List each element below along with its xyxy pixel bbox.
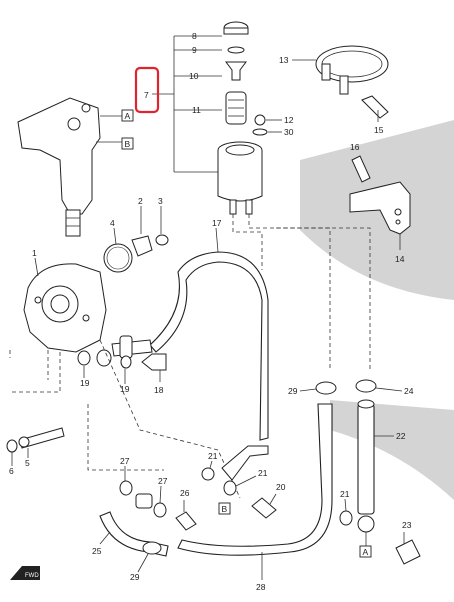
ref-label-b: B	[125, 139, 131, 149]
callout-25: 25	[92, 546, 102, 556]
part-23-bolt	[395, 539, 421, 565]
steering-gear-assembly	[17, 97, 101, 237]
part-27-washer	[119, 480, 133, 496]
callout-5: 5	[25, 458, 30, 468]
callout-24: 24	[404, 386, 414, 396]
callout-20: 20	[276, 482, 286, 492]
part-29-clamp	[315, 381, 337, 395]
part-16-bolt	[351, 155, 371, 183]
ref-label-a: A	[125, 111, 131, 121]
callout-14: 14	[395, 254, 405, 264]
part-22-return-hose	[357, 403, 375, 515]
callout-4: 4	[110, 218, 115, 228]
part-28-return-hose	[177, 403, 333, 556]
callout-9: 9	[192, 45, 197, 55]
callout-29-a: 29	[288, 386, 298, 396]
pipe-end-section	[221, 445, 269, 481]
orientation-badge: FWD	[10, 566, 40, 580]
part-17-hose	[149, 251, 269, 441]
callout-23: 23	[402, 520, 412, 530]
callout-1: 1	[32, 248, 37, 258]
part-27-washer	[153, 502, 167, 518]
callout-16: 16	[350, 142, 360, 152]
part-6-nut	[6, 439, 18, 453]
part-19-washer	[120, 355, 132, 369]
ref-box-a	[121, 109, 134, 122]
callout-29-b: 29	[130, 572, 140, 582]
orientation-badge-label: FWD	[25, 573, 39, 579]
part-26-bolt	[175, 511, 197, 531]
callout-18: 18	[154, 385, 164, 395]
callout-17: 17	[212, 218, 222, 228]
callout-7: 7	[144, 90, 149, 100]
part-21-washer	[201, 467, 215, 481]
power-steering-reservoir	[217, 141, 263, 215]
ref-label-b-lower: B	[222, 504, 228, 514]
background-shading	[330, 400, 454, 500]
part-24-clamp	[355, 379, 377, 393]
callout-6: 6	[9, 466, 14, 476]
callout-8: 8	[192, 31, 197, 41]
part-4-oring	[103, 243, 133, 273]
ref-box-b	[121, 137, 134, 150]
callout-22: 22	[396, 431, 406, 441]
callout-19-a: 19	[80, 378, 90, 388]
callout-13: 13	[279, 55, 289, 65]
part-12-cap	[254, 114, 266, 126]
callout-15: 15	[374, 125, 384, 135]
power-steering-pump	[23, 263, 107, 353]
part-20-bolt	[251, 497, 277, 519]
part-30-clip	[252, 128, 268, 136]
callout-21-a: 21	[208, 451, 218, 461]
part-15-bolt	[361, 95, 389, 119]
callout-3: 3	[158, 196, 163, 206]
part-29-clamp	[142, 541, 162, 555]
callout-21-c: 21	[340, 489, 350, 499]
callout-30: 30	[284, 127, 294, 137]
part-21-washer	[339, 510, 353, 526]
callout-26: 26	[180, 488, 190, 498]
part-13-clamp-band	[315, 45, 389, 95]
part-2-fitting	[131, 235, 153, 257]
callout-19-b: 19	[120, 384, 130, 394]
callout-28: 28	[256, 582, 266, 592]
ref-box-b-lower	[218, 502, 231, 515]
hose-end-banjo	[357, 515, 375, 533]
callout-21-b: 21	[258, 468, 268, 478]
part-21-washer	[223, 480, 237, 496]
reservoir-internal-parts	[223, 21, 249, 125]
part-18-bolt	[141, 353, 167, 371]
callout-27-b: 27	[158, 476, 168, 486]
callout-11: 11	[192, 105, 201, 115]
callout-27-a: 27	[120, 456, 130, 466]
callout-12: 12	[284, 115, 294, 125]
callout-10: 10	[189, 71, 199, 81]
part-19-washer	[96, 349, 112, 367]
callout-2: 2	[138, 196, 143, 206]
ref-label-a-lower: A	[363, 547, 369, 557]
ref-box-a-lower	[359, 545, 372, 558]
part-19-washer	[77, 350, 91, 366]
part-3-oring	[155, 234, 169, 246]
highlight-box-part-7	[134, 66, 160, 114]
